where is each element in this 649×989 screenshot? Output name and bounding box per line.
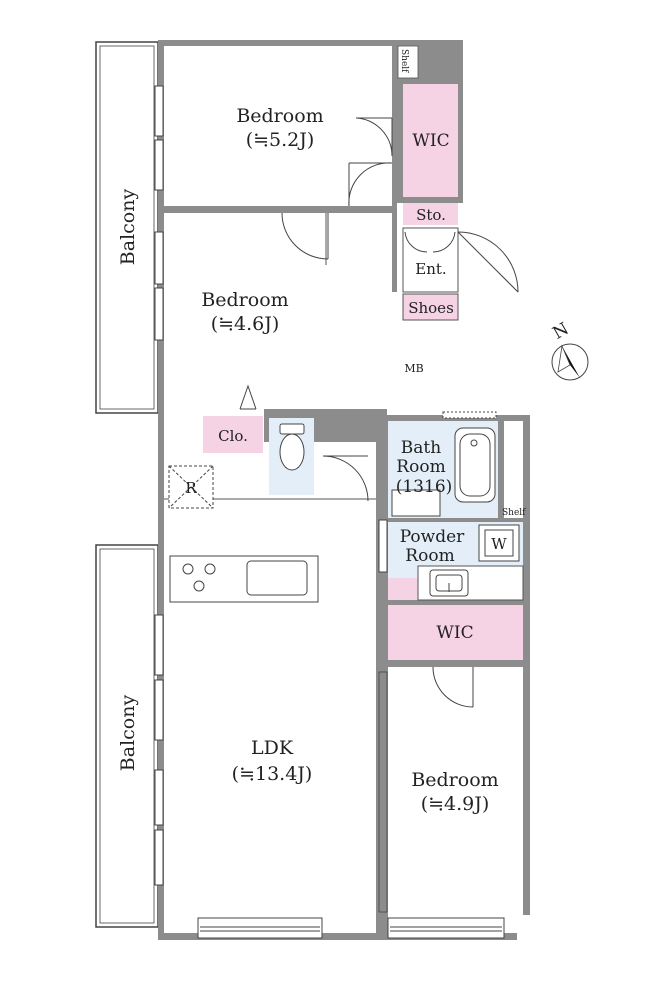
wic-top [403, 84, 458, 197]
storage-label: Sto. [416, 206, 446, 224]
bedroom-bottom-name: Bedroom [411, 769, 498, 791]
room-labels: Bedroom (≒5.2J) Bedroom (≒4.6J) LDK (≒13… [117, 49, 526, 815]
bedroom-mid-size: (≒4.6J) [211, 313, 280, 335]
fixtures [168, 411, 520, 603]
sink [246, 560, 308, 596]
doors [239, 117, 519, 708]
entrance-label: Ent. [415, 260, 446, 278]
washer-label: W [491, 535, 507, 553]
bath-line1: Bath [401, 438, 441, 458]
fridge-label: R [185, 479, 197, 497]
shelf-top-label: Shelf [399, 49, 409, 73]
storage-areas [203, 45, 523, 660]
toilet [279, 423, 305, 435]
wic-bottom [388, 605, 523, 660]
shelf-bath-label: Shelf [502, 508, 526, 518]
closet-label: Clo. [218, 427, 248, 445]
storage-box [403, 203, 458, 225]
bedroom-top-size: (≒5.2J) [246, 129, 315, 151]
windows [154, 85, 505, 939]
balcony-top-label: Balcony [117, 189, 139, 266]
powder-line2: Room [405, 546, 454, 566]
balcony-bottom-label: Balcony [117, 695, 139, 772]
bath-line3: (1316) [396, 477, 453, 497]
ldk-size: (≒13.4J) [232, 763, 313, 785]
balcony-bottom [95, 544, 159, 928]
shoes-label: Shoes [408, 299, 454, 317]
bedroom-mid-name: Bedroom [201, 289, 288, 311]
wic-bottom-label: WIC [436, 623, 473, 643]
bedroom-top-name: Bedroom [236, 105, 323, 127]
north-label: N [550, 319, 573, 344]
north-arrow: N [550, 319, 589, 381]
ldk-name: LDK [251, 737, 294, 759]
stove-burner [182, 563, 194, 575]
balcony-top [95, 41, 159, 414]
wic-top-label: WIC [412, 131, 449, 151]
shoes-box [402, 293, 459, 321]
bath-line2: Room [396, 457, 445, 477]
meter-box-label: MB [404, 362, 423, 375]
powder-line1: Powder [400, 527, 465, 547]
closet-box [203, 416, 263, 453]
bedroom-bottom-size: (≒4.9J) [421, 793, 490, 815]
